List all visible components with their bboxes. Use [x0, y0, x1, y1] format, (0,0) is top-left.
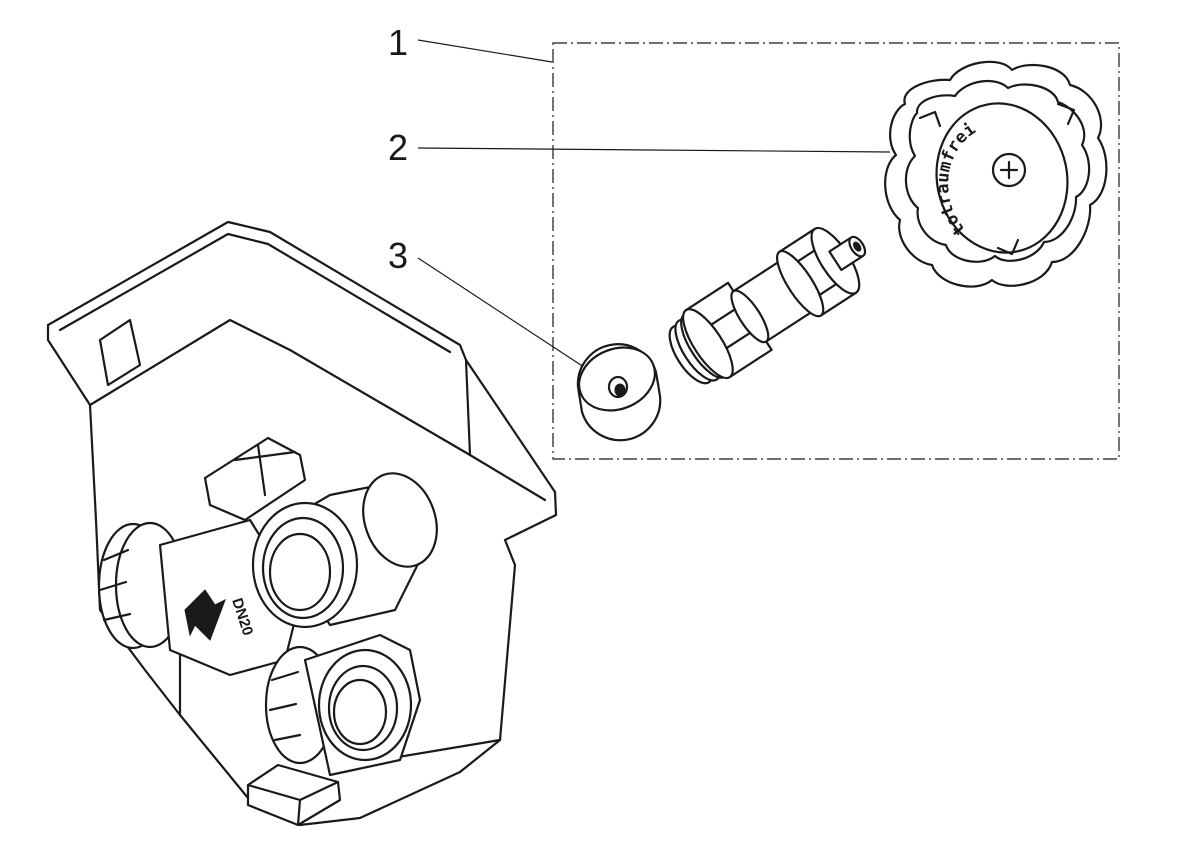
callout-2-label: 2 [388, 127, 408, 168]
flow-arrow-icon [184, 589, 226, 641]
bottom-outlet-port [264, 633, 422, 777]
leader-line-1 [417, 39, 553, 63]
handwheel-knob-part: totraumfrei [884, 60, 1108, 288]
callout-3-label: 3 [388, 235, 408, 276]
kit-boundary-frame [552, 42, 1120, 460]
leader-line-3 [417, 257, 597, 376]
valve-cartridge-part [668, 226, 867, 385]
washer-part [576, 343, 662, 442]
leader-line-2 [417, 147, 891, 153]
valve-housing-assembly: DN20 [46, 220, 558, 827]
callout-1-label: 1 [388, 22, 408, 63]
top-outlet-port [251, 472, 438, 629]
